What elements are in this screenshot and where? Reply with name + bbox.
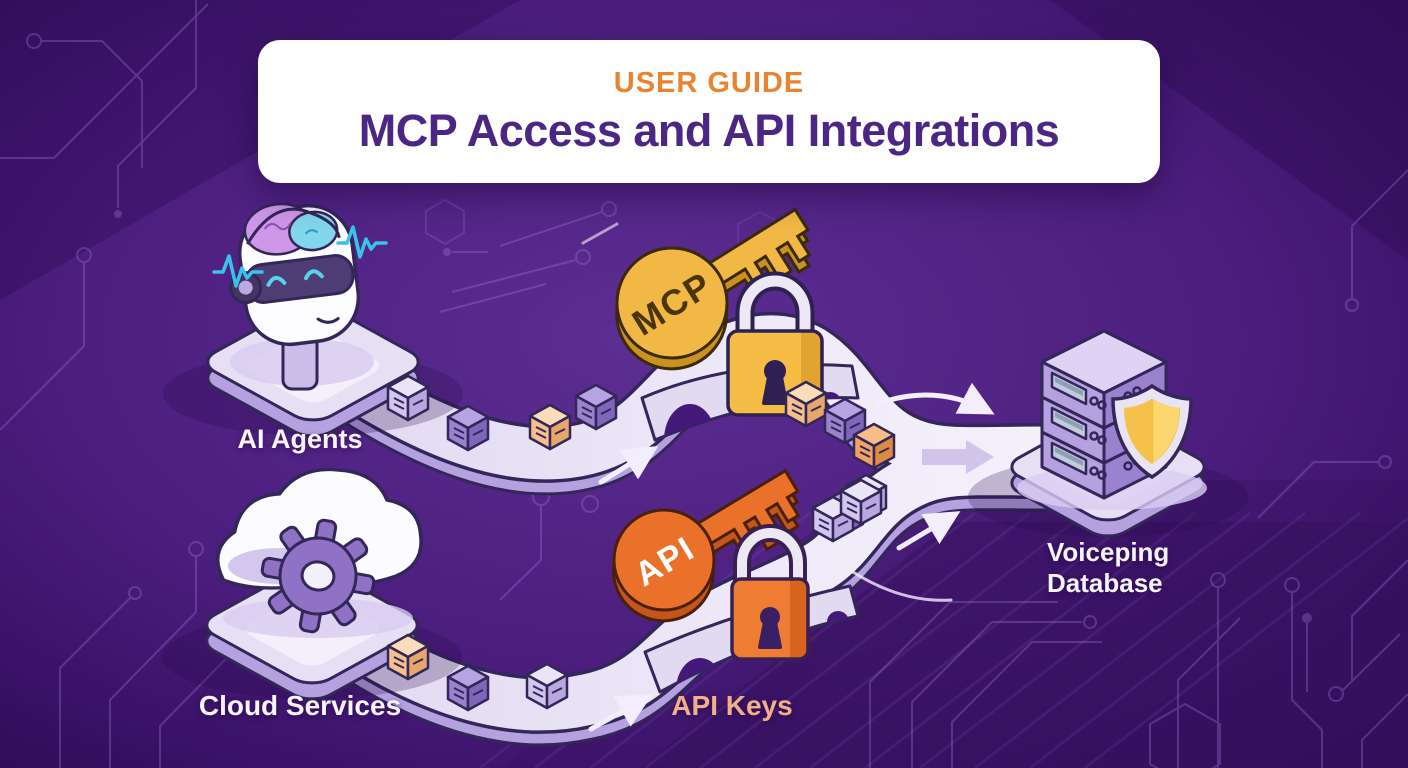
data-box-icon — [446, 664, 490, 712]
gear-icon — [260, 518, 376, 634]
padlock-shackle — [737, 528, 803, 583]
flow-arrows — [581, 222, 995, 732]
title-card: USER GUIDE MCP Access and API Integratio… — [258, 40, 1160, 183]
robot-head-icon — [212, 202, 388, 391]
data-box-icon — [528, 403, 572, 451]
ai-agents-label: AI Agents — [237, 424, 363, 454]
arrow-icon — [874, 382, 995, 415]
data-box-icon — [386, 374, 430, 422]
speed-line — [851, 570, 953, 602]
arrow-icon — [598, 446, 659, 485]
speed-line — [581, 222, 619, 245]
arrow-icon — [896, 511, 961, 551]
data-box-icon — [839, 478, 883, 526]
road-direction-arrow — [922, 440, 994, 474]
database-label-line1: Voiceping — [1047, 537, 1170, 567]
cloud-icon — [215, 467, 423, 638]
cloud-services-label: Cloud Services — [198, 690, 402, 721]
api-keys-label: API Keys — [671, 690, 793, 721]
database-label: Voiceping Database — [1047, 537, 1169, 599]
padlock-shackle — [739, 275, 811, 335]
data-box-icon — [525, 662, 569, 710]
orange-padlock-icon — [730, 524, 810, 661]
mcp-key-icon: MCP — [615, 207, 812, 371]
guide-eyebrow: USER GUIDE — [613, 66, 805, 99]
data-box-icon — [574, 383, 618, 431]
robot-eyes — [266, 269, 324, 287]
server-stack-icon — [1017, 329, 1207, 510]
data-box-icon — [386, 633, 430, 681]
arrow-icon — [588, 694, 653, 732]
database-label-line2: Database — [1047, 568, 1163, 598]
data-box-icon — [852, 422, 896, 470]
shield-icon — [1111, 383, 1193, 480]
data-box-icon — [784, 380, 828, 428]
data-box-icon — [446, 404, 490, 452]
page-title: MCP Access and API Integrations — [358, 104, 1060, 156]
robot-smile — [316, 317, 340, 324]
